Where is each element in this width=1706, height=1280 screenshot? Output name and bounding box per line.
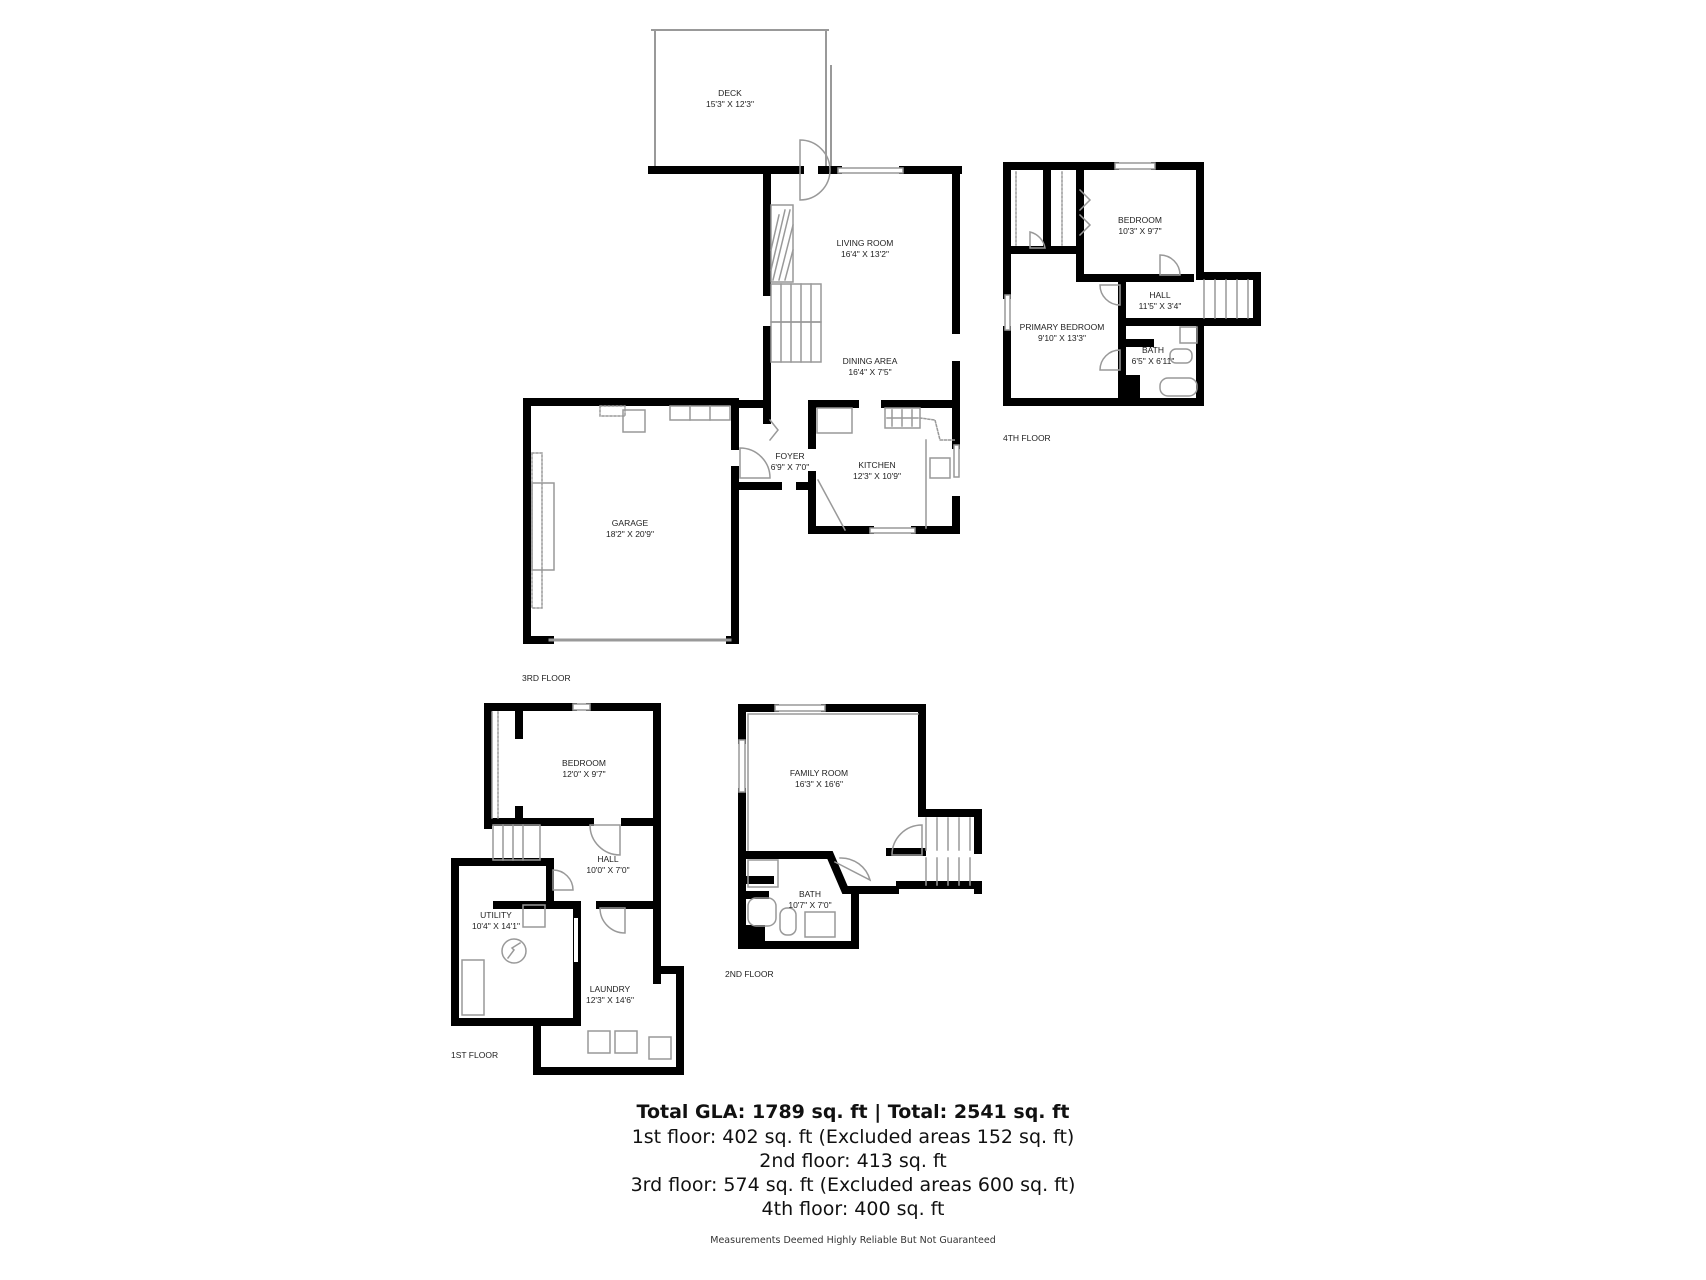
room-name: FAMILY ROOM — [789, 768, 849, 778]
fourth-floor-walls — [1003, 162, 1261, 406]
second-floor-area: 2nd floor: 413 sq. ft — [759, 1150, 947, 1172]
fourth-floor-fixtures — [1004, 162, 1249, 397]
room-dims: 12'0" X 9'7" — [562, 769, 606, 779]
room-dims: 15'3" X 12'3" — [705, 99, 755, 109]
room-name: UTILITY — [480, 910, 512, 920]
room-name: PRIMARY BEDROOM — [1019, 322, 1105, 332]
room-dims: 10'0" X 7'0" — [586, 865, 630, 875]
room-dims: 16'4" X 13'2" — [840, 249, 890, 259]
floor-label-fourth: 4TH FLOOR — [1003, 433, 1051, 443]
room-dims: 10'3" X 9'7" — [1118, 226, 1162, 236]
room-name: BATH — [1141, 345, 1165, 355]
area-summary: Total GLA: 1789 sq. ft | Total: 2541 sq.… — [0, 1100, 1706, 1246]
room-dims: 16'4" X 7'5" — [848, 367, 892, 377]
room-name: FOYER — [775, 451, 805, 461]
room-name: DECK — [718, 88, 742, 98]
room-name: DINING AREA — [842, 356, 898, 366]
room-name: BATH — [798, 889, 822, 899]
room-dims: 6'5" X 6'11" — [1131, 356, 1175, 366]
third-floor-area: 3rd floor: 574 sq. ft (Excluded areas 60… — [630, 1174, 1076, 1196]
room-name: LIVING ROOM — [836, 238, 894, 248]
floor-label-third: 3RD FLOOR — [522, 673, 571, 683]
room-dims: 12'3" X 14'6" — [585, 995, 635, 1005]
room-name: HALL — [597, 854, 619, 864]
room-name: KITCHEN — [858, 460, 896, 470]
room-dims: 10'7" X 7'0" — [788, 900, 832, 910]
second-floor-fixtures — [738, 704, 971, 938]
room-dims: 6'9" X 7'0" — [770, 462, 810, 472]
floor-label-first: 1ST FLOOR — [451, 1050, 499, 1060]
room-name: HALL — [1149, 290, 1171, 300]
floor-label-second: 2ND FLOOR — [725, 969, 774, 979]
room-dims: 16'3" X 16'6" — [794, 779, 844, 789]
room-name: BEDROOM — [562, 758, 606, 768]
room-dims: 9'10" X 13'3" — [1037, 333, 1087, 343]
third-floor-fixtures — [531, 139, 960, 642]
room-dims: 12'3" X 10'9" — [852, 471, 902, 481]
first-floor-fixtures — [461, 703, 672, 1060]
fourth-floor-area: 4th floor: 400 sq. ft — [761, 1198, 945, 1220]
first-floor-area: 1st floor: 402 sq. ft (Excluded areas 15… — [631, 1126, 1075, 1148]
room-dims: 18'2" X 20'9" — [605, 529, 655, 539]
third-floor-walls — [523, 29, 962, 644]
room-dims: 10'4" X 14'1" — [471, 921, 521, 931]
room-name: GARAGE — [611, 518, 649, 528]
total-area: Total GLA: 1789 sq. ft | Total: 2541 sq.… — [636, 1101, 1070, 1123]
room-dims: 11'5" X 3'4" — [1138, 301, 1182, 311]
disclaimer: Measurements Deemed Highly Reliable But … — [710, 1235, 996, 1246]
room-name: LAUNDRY — [589, 984, 631, 994]
room-name: BEDROOM — [1118, 215, 1162, 225]
second-floor-walls — [738, 704, 982, 949]
